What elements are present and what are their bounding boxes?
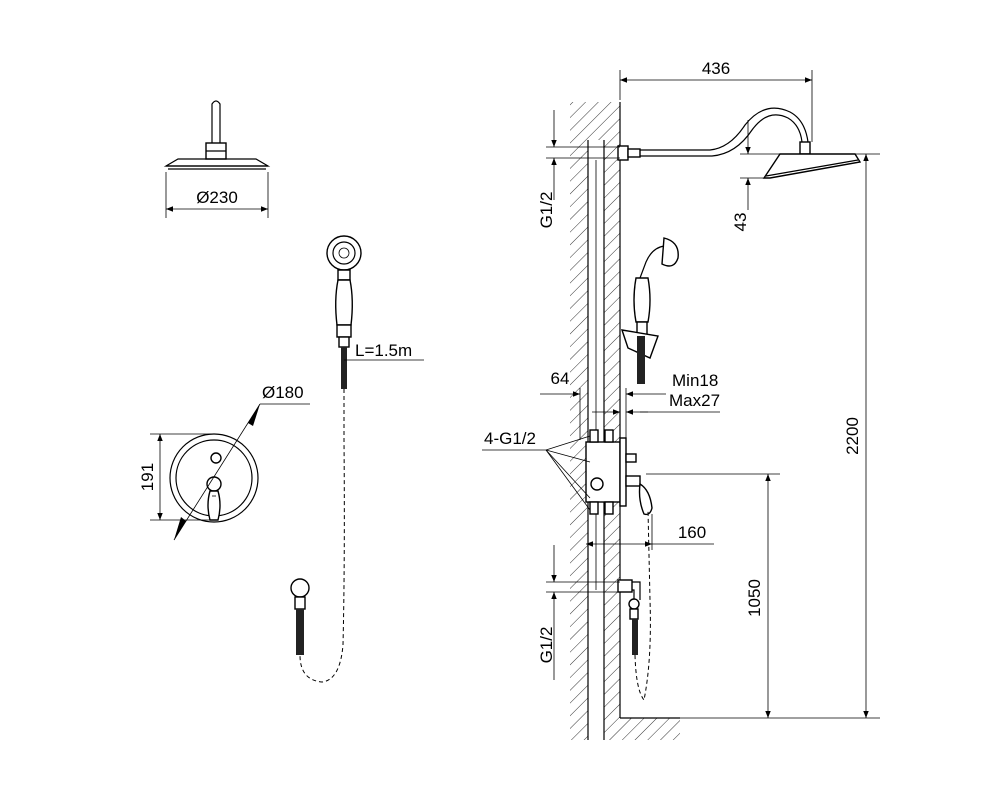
arm-reach-dimension: 436 [619, 59, 813, 142]
embed-max-label: Max27 [669, 391, 720, 410]
hose-length-label: L=1.5m [355, 341, 412, 360]
wall-inlet-bottom-dimension: G1/2 [537, 545, 620, 680]
side-hand-shower [620, 237, 679, 384]
plate-diameter-label: Ø180 [262, 383, 304, 402]
head-diameter-label: Ø230 [196, 188, 238, 207]
head-drop-dimension: 43 [731, 120, 880, 231]
hose-length-callout: L=1.5m [344, 341, 424, 361]
handle-projection-label: 160 [678, 523, 706, 542]
shower-head-front-view [163, 100, 271, 170]
wall-outlet-elbow [290, 578, 310, 655]
plate-height-label: 191 [138, 463, 157, 491]
embed-min-label: Min18 [672, 371, 718, 390]
bottom-wall-outlet [617, 509, 651, 702]
wall-section [570, 102, 680, 740]
plate-diameter-callout: Ø180 [173, 383, 310, 541]
embedded-valve-box [585, 429, 653, 516]
valve-ports-label: 4-G1/2 [484, 429, 536, 448]
wall-inlet-bottom-label: G1/2 [537, 627, 556, 664]
mixer-plate-front-view [169, 433, 259, 523]
total-height-label: 2200 [843, 417, 862, 455]
wall-inlet-top-label: G1/2 [537, 192, 556, 229]
valve-height-dimension: 1050 [646, 473, 780, 718]
head-diameter-dimension: Ø230 [165, 172, 269, 218]
total-height-dimension: 2200 [680, 154, 880, 719]
depth-label: 64 [551, 369, 570, 388]
handle-projection-dimension: 160 [586, 514, 714, 550]
head-drop-label: 43 [731, 213, 750, 232]
hand-shower [326, 235, 362, 389]
embed-range-dimension: Min18 Max27 [592, 371, 720, 436]
hose [299, 389, 345, 683]
wall-inlet-top-dimension: G1/2 [537, 110, 620, 228]
valve-height-label: 1050 [745, 579, 764, 617]
shower-arm-and-head [617, 107, 862, 179]
arm-reach-label: 436 [702, 59, 730, 78]
plate-height-dimension: 191 [138, 433, 214, 521]
valve-ports-callout: 4-G1/2 [482, 429, 591, 511]
